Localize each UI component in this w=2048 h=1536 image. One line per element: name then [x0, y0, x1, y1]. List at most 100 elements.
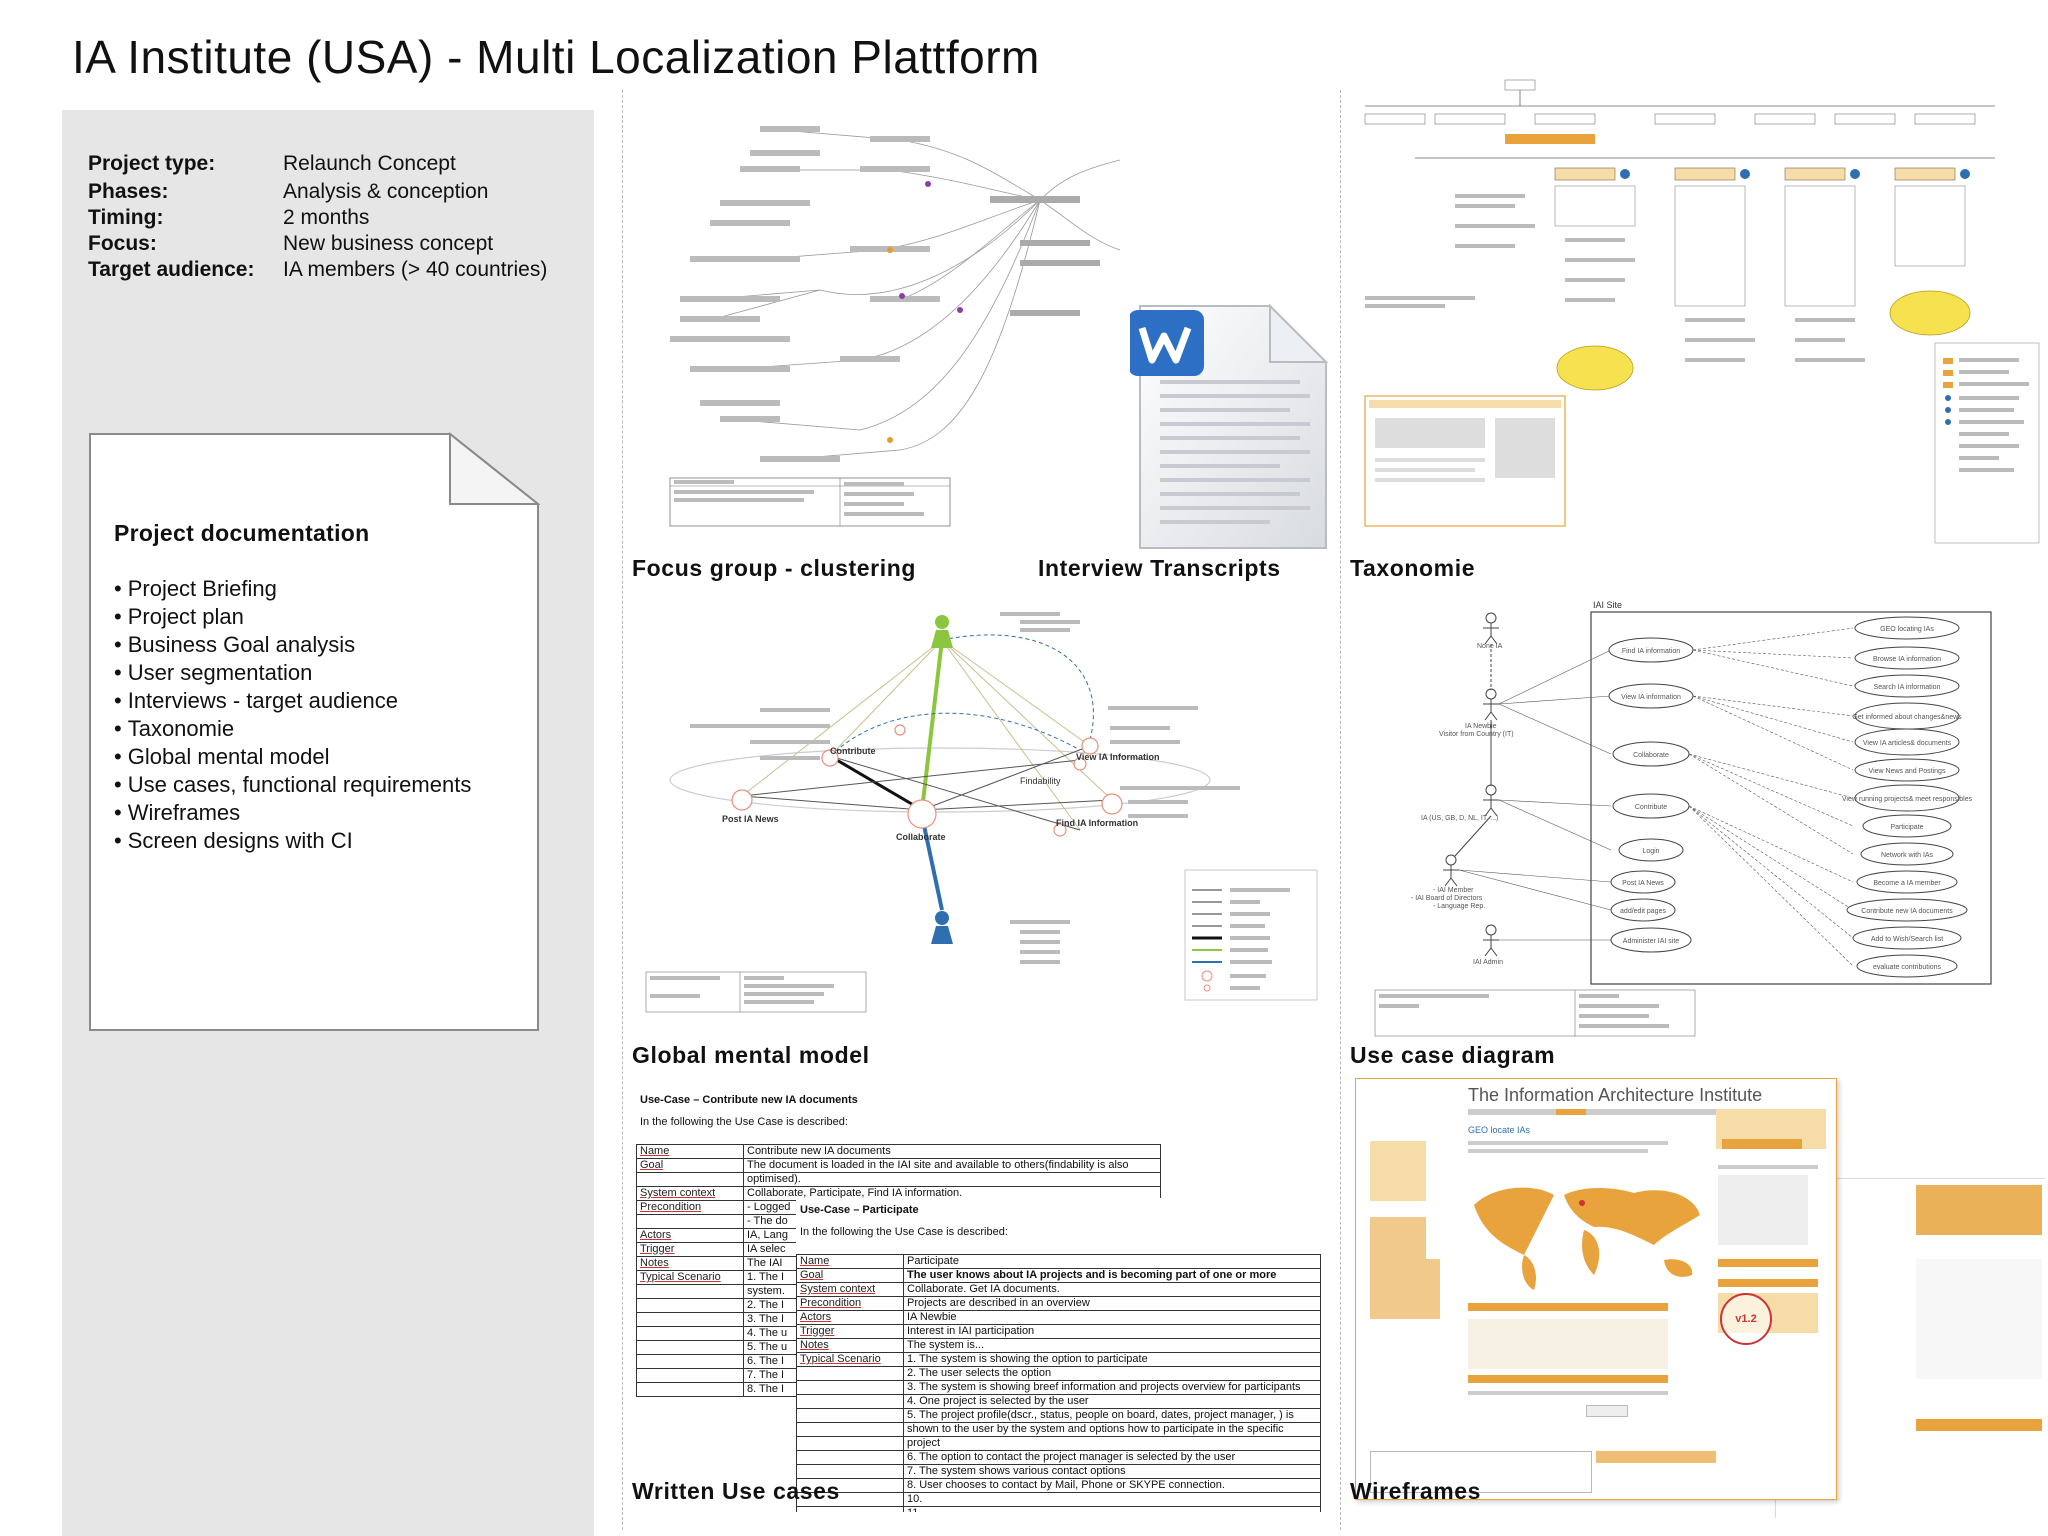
- document-file-icon: [1130, 303, 1329, 549]
- documentation-sheet: Project documentation Project Briefing P…: [88, 432, 540, 1032]
- svg-text:View IA Information: View IA Information: [1076, 752, 1160, 762]
- row-key: [796, 1366, 904, 1381]
- caption-focus-group: Focus group - clustering: [632, 555, 917, 581]
- row-value: 1. The system is showing the option to p…: [903, 1352, 1321, 1367]
- svg-text:Post IA News: Post IA News: [1622, 880, 1664, 887]
- svg-text:Contribute: Contribute: [830, 746, 876, 756]
- row-key: Actors: [796, 1310, 904, 1325]
- row-key: Trigger: [636, 1242, 744, 1257]
- svg-text:Visitor from Country (IT): Visitor from Country (IT): [1439, 731, 1514, 738]
- svg-text:- IAI Board of Directors: - IAI Board of Directors: [1411, 895, 1483, 902]
- row-key: Goal: [636, 1158, 744, 1173]
- table-row: shown to the user by the system and opti…: [796, 1422, 1321, 1437]
- row-value: optimised).: [743, 1172, 1161, 1187]
- wireframe-front-sheet: The Information Architecture Institute G…: [1355, 1078, 1837, 1500]
- row-value: shown to the user by the system and opti…: [903, 1422, 1321, 1437]
- row-key: System context: [796, 1282, 904, 1297]
- row-key: Goal: [796, 1268, 904, 1283]
- row-key: [636, 1382, 744, 1397]
- svg-text:Collaborate: Collaborate: [1633, 752, 1669, 759]
- table-row: 5. The project profile(dscr., status, pe…: [796, 1408, 1321, 1423]
- svg-text:Post IA News: Post IA News: [722, 814, 779, 824]
- row-key: Notes: [796, 1338, 904, 1353]
- caption-interview-transcripts: Interview Transcripts: [1038, 555, 1281, 581]
- row-value: 7. The system shows various contact opti…: [903, 1464, 1321, 1479]
- interview-transcript-document: [1130, 300, 1330, 552]
- row-key: Notes: [636, 1256, 744, 1271]
- row-key: [796, 1380, 904, 1395]
- taxonomy-diagram: [1355, 78, 2045, 558]
- table-row: 3. The system is showing breef informati…: [796, 1380, 1321, 1395]
- row-key: [796, 1506, 904, 1512]
- info-target-audience: Target audience:IA members (> 40 countri…: [88, 258, 548, 281]
- use-case-2-title: Use-Case – Participate: [800, 1204, 919, 1216]
- table-row: optimised).: [636, 1172, 1161, 1187]
- svg-text:Contribute: Contribute: [1635, 804, 1667, 811]
- row-key: Typical Scenario: [796, 1352, 904, 1367]
- svg-text:Search IA information: Search IA information: [1874, 684, 1941, 691]
- row-key: [796, 1464, 904, 1479]
- svg-text:IAI Admin: IAI Admin: [1473, 959, 1503, 966]
- caption-use-case-diagram: Use case diagram: [1350, 1042, 1556, 1068]
- svg-text:None IA: None IA: [1477, 643, 1503, 650]
- row-value: 5. The project profile(dscr., status, pe…: [903, 1408, 1321, 1423]
- row-key: [796, 1394, 904, 1409]
- use-case-2-intro: In the following the Use Case is describ…: [800, 1226, 1008, 1238]
- version-stamp: v1.2: [1720, 1293, 1772, 1345]
- svg-text:IA (US, GB, D, NL, IT, ...): IA (US, GB, D, NL, IT, ...): [1421, 815, 1498, 822]
- row-key: [636, 1172, 744, 1187]
- table-row: 2. The user selects the option: [796, 1366, 1321, 1381]
- svg-text:Administer IAI site: Administer IAI site: [1623, 938, 1680, 945]
- svg-text:Find IA information: Find IA information: [1622, 648, 1680, 655]
- table-row: 4. One project is selected by the user: [796, 1394, 1321, 1409]
- row-key: [796, 1422, 904, 1437]
- list-item: Business Goal analysis: [114, 631, 514, 659]
- caption-taxonomie: Taxonomie: [1350, 555, 1476, 581]
- svg-text:View IA articles& documents: View IA articles& documents: [1863, 740, 1952, 747]
- caption-global-mental-model: Global mental model: [632, 1042, 870, 1068]
- list-item: Interviews - target audience: [114, 687, 514, 715]
- row-key: [636, 1298, 744, 1313]
- row-key: [636, 1354, 744, 1369]
- svg-text:add/edit pages: add/edit pages: [1620, 908, 1666, 915]
- list-item: Wireframes: [114, 799, 514, 827]
- user-top-icon: [931, 615, 953, 648]
- use-case-1-title: Use-Case – Contribute new IA documents: [640, 1094, 858, 1106]
- svg-text:View running projects& meet re: View running projects& meet responsibles: [1842, 796, 1973, 803]
- row-value: project: [903, 1436, 1321, 1451]
- row-key: [796, 1436, 904, 1451]
- info-timing: Timing:2 months: [88, 206, 370, 229]
- info-phases: Phases:Analysis & conception: [88, 180, 489, 203]
- row-key: [636, 1368, 744, 1383]
- svg-text:View News and Postings: View News and Postings: [1869, 768, 1946, 775]
- wireframes-panel: The Information Architecture Institute G…: [1355, 1078, 2045, 1518]
- row-key: Precondition: [796, 1296, 904, 1311]
- focus-group-mindmap: [660, 110, 1130, 530]
- world-map-icon: [1474, 1187, 1700, 1290]
- table-row: 8. User chooses to contact by Mail, Phon…: [796, 1478, 1321, 1493]
- row-value: Collaborate. Get IA documents.: [903, 1282, 1321, 1297]
- svg-text:Network with IAs: Network with IAs: [1881, 852, 1934, 859]
- svg-text:Participate: Participate: [1890, 824, 1923, 831]
- list-item: Project Briefing: [114, 575, 514, 603]
- row-key: [636, 1340, 744, 1355]
- list-item: Screen designs with CI: [114, 827, 514, 855]
- svg-text:evaluate contributions: evaluate contributions: [1873, 964, 1942, 971]
- wireframe-subtitle: GEO locate IAs: [1468, 1125, 1531, 1135]
- column-separator: [622, 90, 623, 1530]
- row-value: Participate: [903, 1254, 1321, 1269]
- list-item: User segmentation: [114, 659, 514, 687]
- svg-text:Login: Login: [1642, 848, 1659, 855]
- svg-text:- Language Rep.: - Language Rep.: [1433, 903, 1485, 910]
- svg-text:- IAI Member: - IAI Member: [1433, 887, 1474, 894]
- svg-text:IAI Site: IAI Site: [1593, 600, 1622, 610]
- row-key: Actors: [636, 1228, 744, 1243]
- svg-text:View IA information: View IA information: [1621, 694, 1681, 701]
